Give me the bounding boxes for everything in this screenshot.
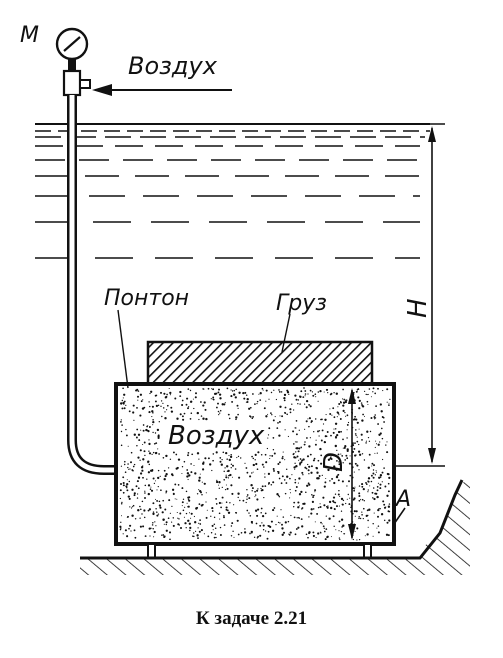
diameter-dimension [348, 388, 356, 540]
point-a-leader [393, 507, 406, 525]
air-inlet-label: Воздух [128, 52, 218, 80]
cargo-label: Груз [276, 291, 327, 316]
manometer-icon [55, 27, 91, 97]
water-lines [35, 123, 430, 259]
pontoon-leader [117, 309, 129, 389]
pontoon-stipple [119, 387, 391, 541]
air-inside-label: Воздух [168, 421, 265, 451]
depth-dimension [395, 123, 445, 467]
point-a-label: A [394, 487, 411, 512]
air-arrow-icon [92, 84, 232, 96]
depth-label: H [403, 298, 433, 318]
cargo-block [146, 340, 374, 386]
pontoon-label: Понтон [104, 286, 189, 311]
pontoon-support-left [147, 543, 156, 559]
ground [80, 479, 470, 575]
diameter-label: D [319, 452, 349, 472]
figure-caption: К задаче 2.21 [195, 608, 308, 629]
manometer-label: M [20, 23, 39, 48]
pontoon-support-right [363, 543, 372, 559]
cargo-leader [281, 313, 291, 353]
